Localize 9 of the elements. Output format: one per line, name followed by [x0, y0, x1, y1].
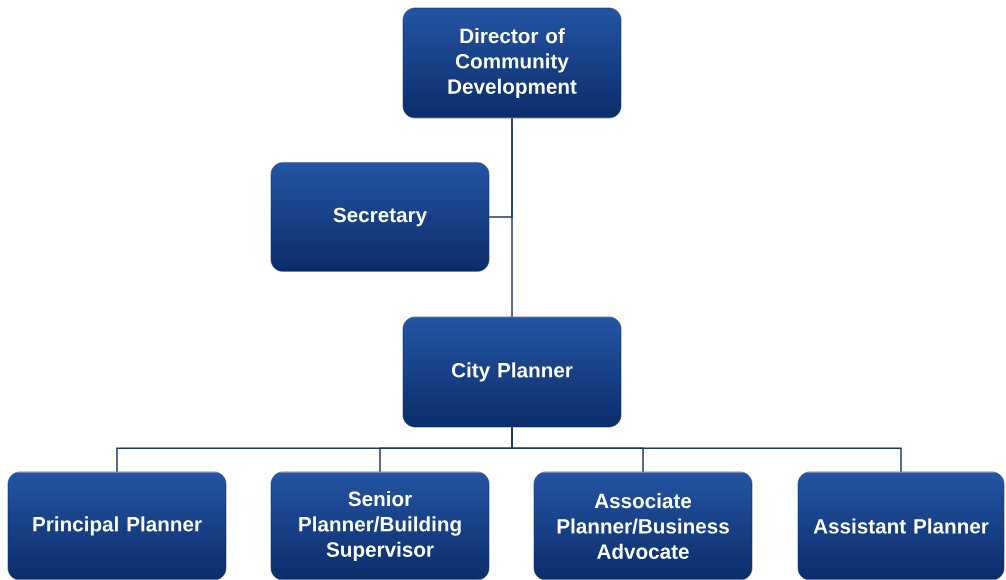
org-box: City Planner: [402, 316, 622, 428]
org-box: Assistant Planner: [797, 471, 1005, 580]
org-box: Associate Planner/Business Advocate: [533, 471, 753, 580]
org-box: Secretary: [270, 162, 490, 272]
org-box: Director of Community Development: [402, 7, 622, 119]
connector-line: [511, 426, 902, 473]
connector-line: [488, 117, 513, 218]
org-box: Principal Planner: [7, 471, 227, 580]
org-box: Senior Planner/Building Supervisor: [270, 471, 490, 580]
